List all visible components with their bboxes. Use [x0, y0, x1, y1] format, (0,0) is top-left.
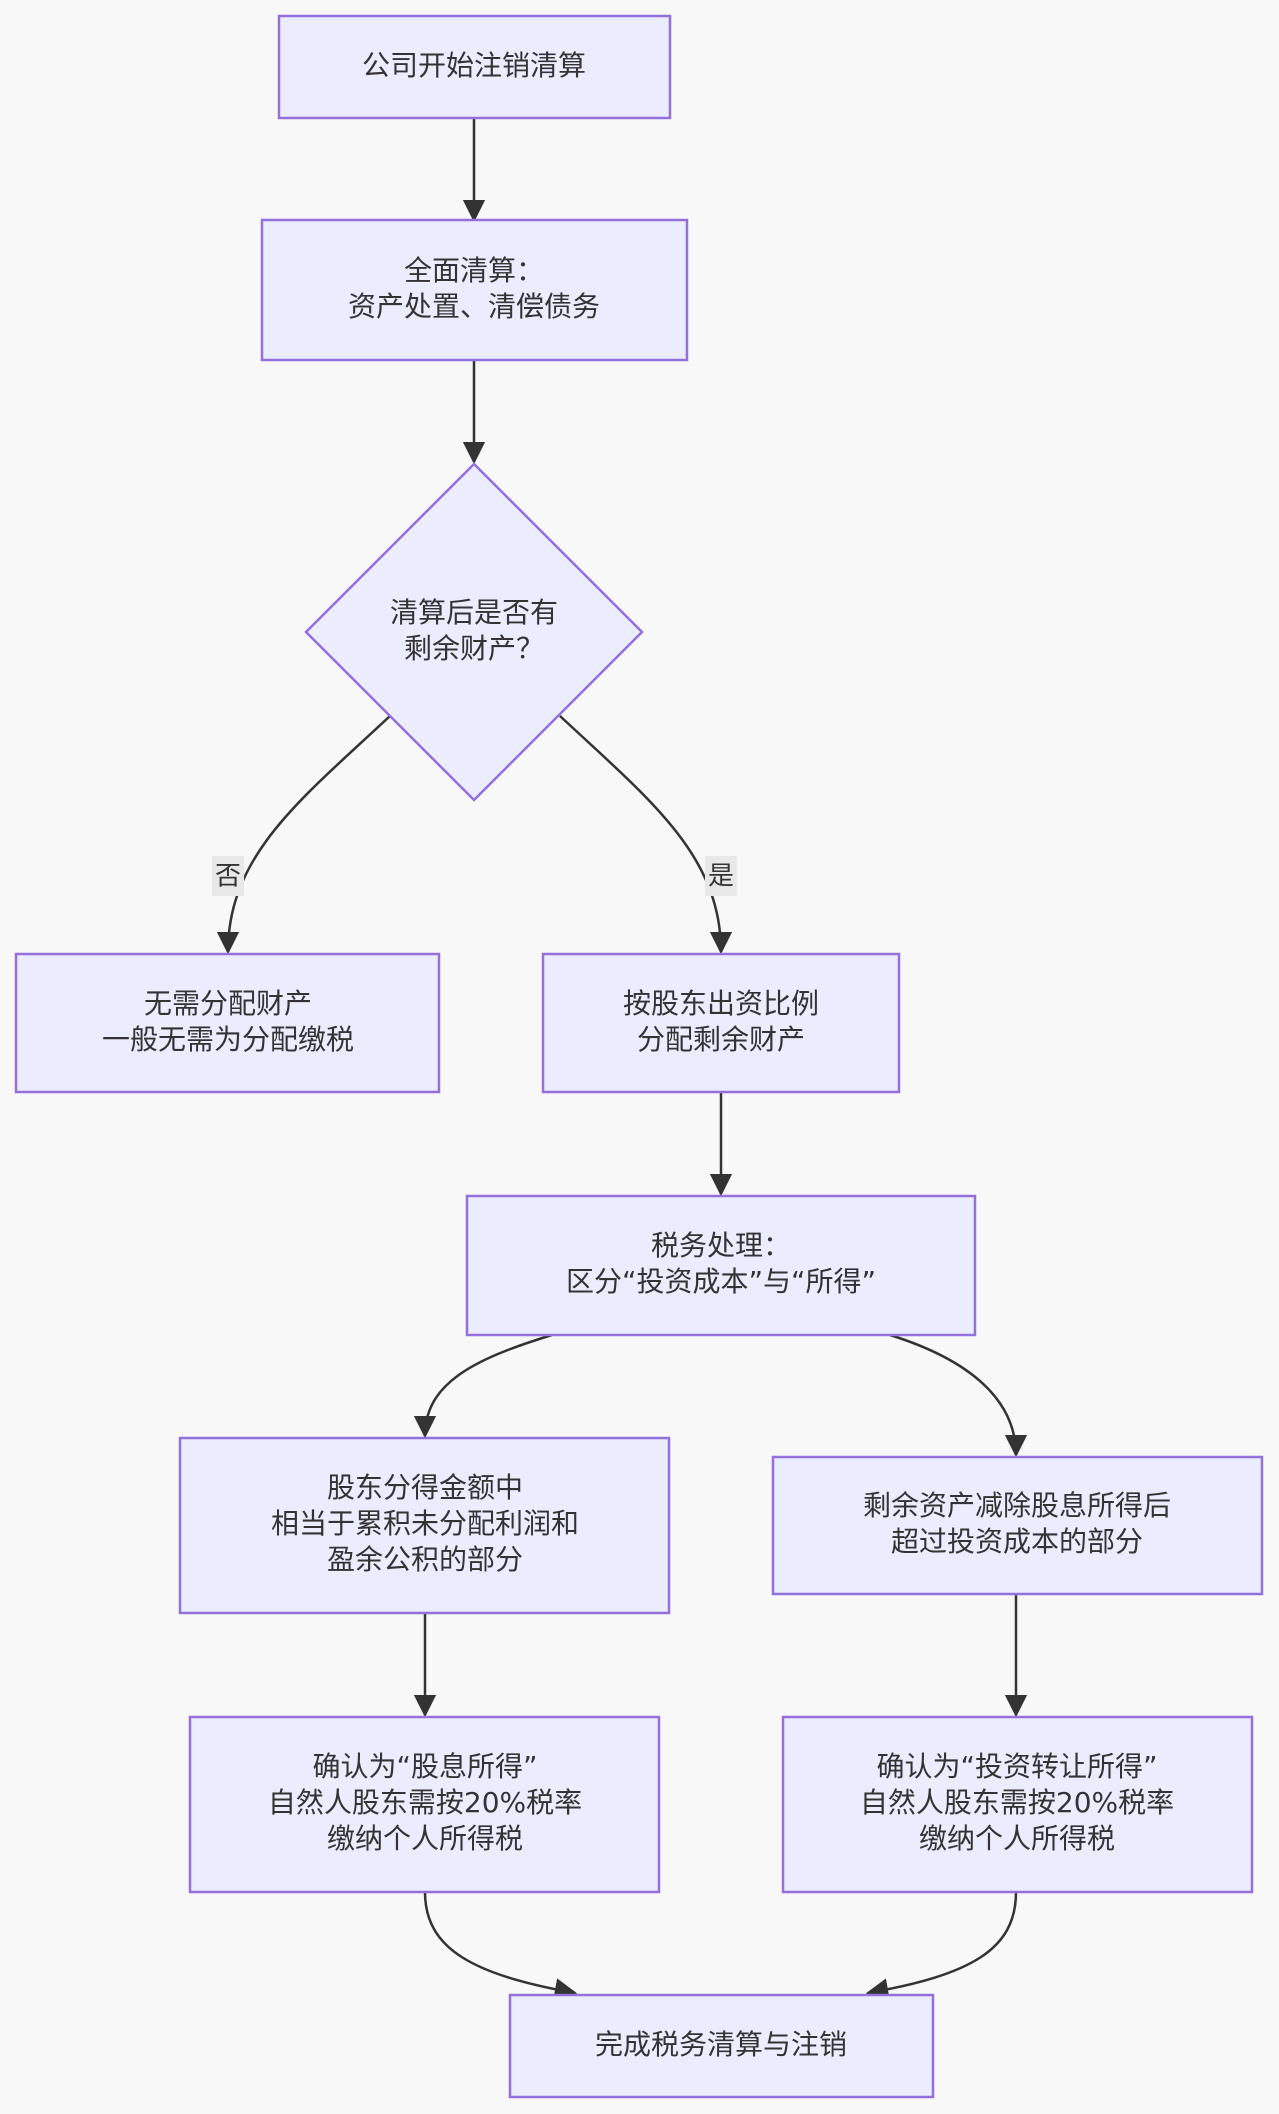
node-transfer-income-text: 确认为“投资转让所得”自然人股东需按20%税率缴纳个人所得税 — [860, 1750, 1174, 1855]
node-text-line: 区分“投资成本”与“所得” — [566, 1265, 876, 1298]
node-tax-treatment: 税务处理：区分“投资成本”与“所得” — [465, 1194, 977, 1337]
node-text-line: 剩余财产？ — [404, 632, 544, 665]
node-text-line: 一般无需为分配缴税 — [102, 1023, 354, 1056]
node-dividend-part: 股东分得金额中相当于累积未分配利润和盈余公积的部分 — [178, 1436, 671, 1615]
decision-node: 清算后是否有剩余财产？ — [304, 462, 644, 802]
node-text-line: 缴纳个人所得税 — [919, 1822, 1115, 1855]
node-text-line: 超过投资成本的部分 — [891, 1525, 1143, 1558]
edge-decision-to-distribute — [559, 715, 733, 955]
node-start-text: 公司开始注销清算 — [362, 49, 586, 82]
edge-tax-treatment-to-dividend-part — [413, 1333, 553, 1439]
node-no-distribution-text: 无需分配财产一般无需为分配缴税 — [102, 987, 354, 1056]
node-transfer-income: 确认为“投资转让所得”自然人股东需按20%税率缴纳个人所得税 — [781, 1715, 1254, 1894]
node-text-line: 公司开始注销清算 — [362, 49, 586, 82]
node-dividend-income: 确认为“股息所得”自然人股东需按20%税率缴纳个人所得税 — [188, 1715, 661, 1894]
node-text-line: 清算后是否有 — [390, 596, 558, 629]
node-text-line: 税务处理： — [651, 1229, 791, 1262]
node-text-line: 完成税务清算与注销 — [595, 2028, 847, 2061]
node-distribute-text: 按股东出资比例分配剩余财产 — [623, 987, 819, 1056]
edges — [216, 118, 1028, 2001]
node-full-liquidation: 全面清算：资产处置、清偿债务 — [260, 218, 689, 362]
node-start: 公司开始注销清算 — [277, 14, 672, 120]
node-text-line: 确认为“股息所得” — [312, 1750, 537, 1783]
node-text-line: 全面清算： — [404, 254, 544, 287]
edge-dividend-income-to-finish — [423, 1891, 578, 2001]
node-distribute: 按股东出资比例分配剩余财产 — [541, 952, 901, 1094]
edge-label-no-text: 否 — [215, 862, 241, 892]
node-no-distribution: 无需分配财产一般无需为分配缴税 — [14, 952, 441, 1094]
node-finish: 完成税务清算与注销 — [508, 1993, 935, 2099]
node-text-line: 资产处置、清偿债务 — [348, 290, 600, 323]
node-excess-part: 剩余资产减除股息所得后超过投资成本的部分 — [771, 1455, 1264, 1596]
node-text-line: 自然人股东需按20%税率 — [860, 1786, 1174, 1819]
node-text-line: 确认为“投资转让所得” — [876, 1750, 1157, 1783]
edge-transfer-income-to-finish — [865, 1891, 1018, 2001]
node-text-line: 分配剩余财产 — [637, 1023, 805, 1056]
node-finish-text: 完成税务清算与注销 — [595, 2028, 847, 2061]
edge-tax-treatment-to-excess-part — [889, 1333, 1028, 1458]
edge-label-no: 否 — [212, 856, 244, 896]
node-full-liquidation-text: 全面清算：资产处置、清偿债务 — [348, 254, 600, 323]
node-text-line: 无需分配财产 — [144, 987, 312, 1020]
decision-node-text: 清算后是否有剩余财产？ — [390, 596, 558, 665]
node-tax-treatment-text: 税务处理：区分“投资成本”与“所得” — [566, 1229, 876, 1298]
edge-label-yes: 是 — [705, 856, 737, 896]
node-text-line: 剩余资产减除股息所得后 — [863, 1489, 1171, 1522]
node-dividend-part-text: 股东分得金额中相当于累积未分配利润和盈余公积的部分 — [271, 1471, 579, 1576]
node-text-line: 盈余公积的部分 — [327, 1543, 523, 1576]
edge-label-yes-text: 是 — [708, 862, 734, 892]
edge-decision-to-no-distribution — [216, 715, 391, 955]
node-dividend-income-text: 确认为“股息所得”自然人股东需按20%税率缴纳个人所得税 — [268, 1750, 582, 1855]
node-text-line: 按股东出资比例 — [623, 987, 819, 1020]
node-text-line: 相当于累积未分配利润和 — [271, 1507, 579, 1540]
node-excess-part-text: 剩余资产减除股息所得后超过投资成本的部分 — [863, 1489, 1171, 1558]
node-text-line: 缴纳个人所得税 — [327, 1822, 523, 1855]
node-text-line: 自然人股东需按20%税率 — [268, 1786, 582, 1819]
node-text-line: 股东分得金额中 — [327, 1471, 523, 1504]
